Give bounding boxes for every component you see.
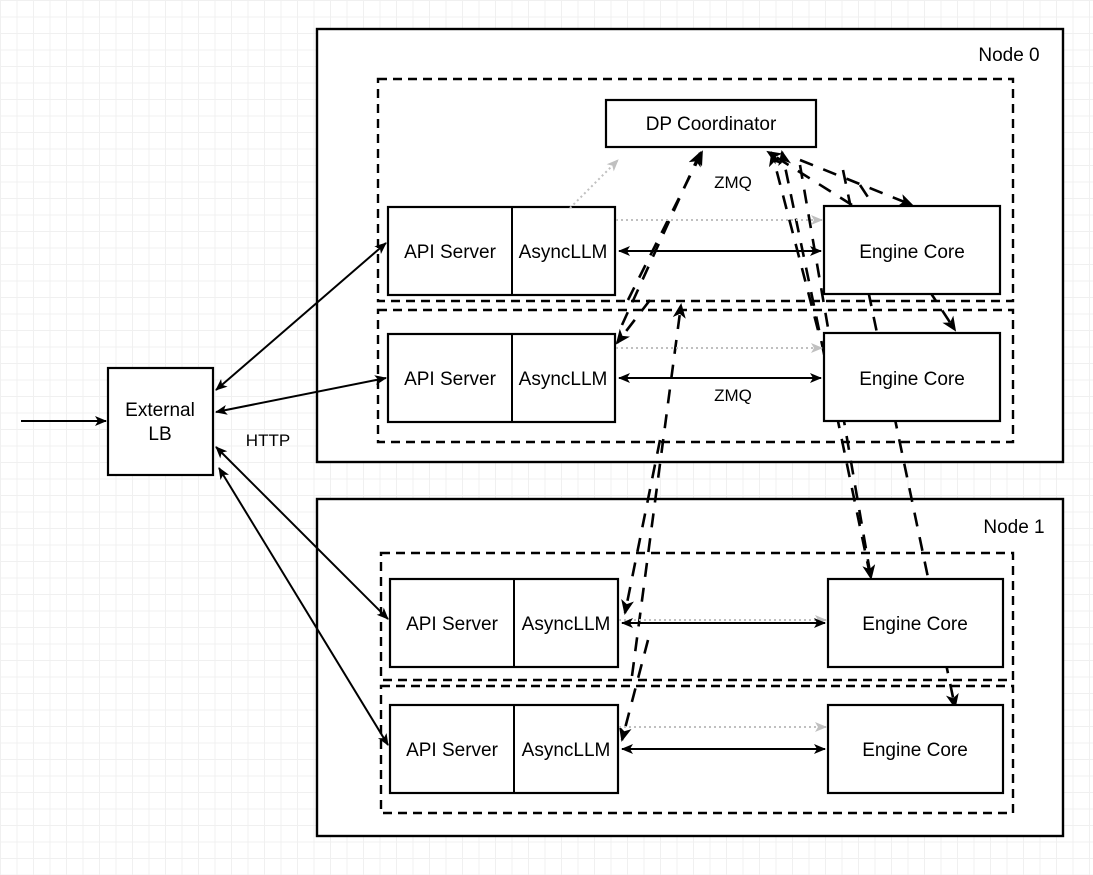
- zmq-link-coord-to-n1g0-async: [621, 439, 662, 615]
- external-lb-box[interactable]: [106, 366, 215, 477]
- node-1-group-1-boundary: [379, 684, 1015, 815]
- zmq-label-top: ZMQ: [714, 173, 752, 192]
- zmq-link-coord-to-n0g0-core: [799, 158, 914, 207]
- node-1-group-1-api-server-label: API Server: [406, 740, 499, 761]
- node-1-group-0-engine-core-box[interactable]: [826, 577, 1005, 669]
- node-1-label: Node 1: [983, 517, 1044, 538]
- node-0-group-0-engine-core-label: Engine Core: [859, 242, 965, 263]
- node-0-group-0-api-server-label: API Server: [404, 242, 497, 263]
- node-0-label: Node 0: [978, 45, 1039, 66]
- node-1-group-0-async-llm-label: AsyncLLM: [522, 614, 611, 635]
- node-1-group-0-boundary: [379, 551, 1015, 682]
- node-0-group-1-api-async-box[interactable]: [386, 332, 617, 424]
- zmq-link-coord-to-n1g1-async: [618, 639, 650, 742]
- node-0-group-1-engine-core-box[interactable]: [822, 331, 1002, 423]
- external-lb-label-line2: LB: [148, 424, 171, 445]
- dp-coordinator-box[interactable]: [604, 98, 818, 149]
- node-1-group-1-engine-core-box[interactable]: [826, 703, 1005, 795]
- node-0-group-1-async-llm-label: AsyncLLM: [519, 369, 608, 390]
- zmq-label-mid: ZMQ: [714, 386, 752, 405]
- external-lb-label-line1: External: [125, 400, 195, 421]
- node-0-group-0-api-async-box[interactable]: [386, 205, 617, 297]
- zmq-link-n1g0-core-to-coord: [778, 150, 872, 576]
- node-1-group-0-api-async-box[interactable]: [388, 577, 620, 669]
- zmq-link-coord-to-n0g1-async: [615, 299, 652, 345]
- node-1-group-1-engine-core-label: Engine Core: [862, 740, 968, 761]
- zmq-link-n1g0-to-coord: [630, 303, 686, 677]
- zmq-link-n0g1-core-to-coord: [768, 151, 820, 331]
- link-lb-n0g0-api: [215, 242, 387, 391]
- node-0-group-1-boundary: [376, 308, 1015, 444]
- node-0-group-0-async-llm-label: AsyncLLM: [519, 242, 608, 263]
- node-1-group-1-async-llm-label: AsyncLLM: [522, 740, 611, 761]
- dp-coordinator-label: DP Coordinator: [646, 114, 777, 135]
- zmq-link-n0g1-to-coord: [620, 151, 702, 326]
- node-0-group-1-engine-core-label: Engine Core: [859, 369, 965, 390]
- node-1-group-0-engine-core-label: Engine Core: [862, 614, 968, 635]
- http-label: HTTP: [246, 431, 290, 450]
- dotted-link-n0g0-async-to-coord: [569, 159, 619, 209]
- node-1-group-1-api-async-box[interactable]: [388, 703, 620, 795]
- link-lb-n1g1-api: [218, 467, 389, 746]
- node-0-group-0-boundary: [376, 77, 1015, 303]
- node-1-group-0-api-server-label: API Server: [406, 614, 499, 635]
- node-0-group-0-engine-core-box[interactable]: [822, 204, 1002, 296]
- link-lb-n0g1-api: [215, 375, 387, 415]
- node-0-group-1-api-server-label: API Server: [404, 369, 497, 390]
